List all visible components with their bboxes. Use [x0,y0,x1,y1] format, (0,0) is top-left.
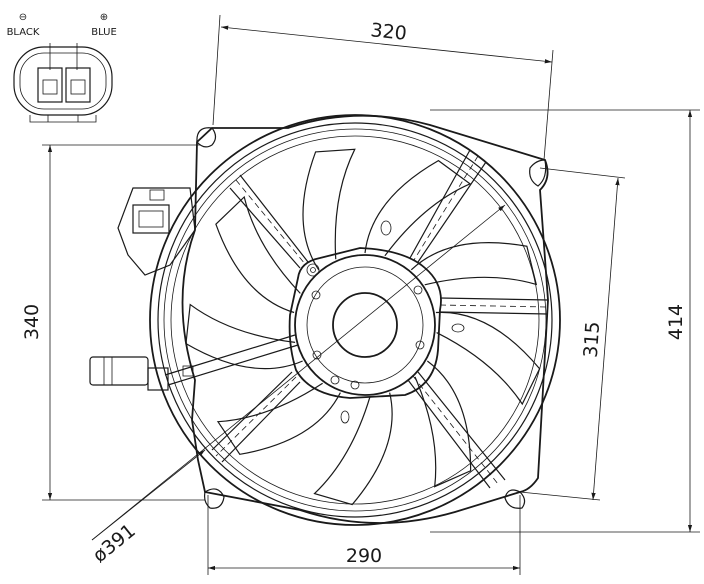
dim-diameter: ø391 [89,520,140,567]
fan-blade [364,159,472,257]
dim-bottom-width: 290 [346,545,382,567]
fan-blade [215,195,301,314]
dim-total-height: 414 [665,304,687,340]
connector-plug-icon [13,46,113,123]
dim-inner-height: 315 [580,321,604,359]
dimensions: 320 340 414 315 290 ø391 [21,14,700,575]
fan-blade [414,360,472,488]
mount-holes [306,220,465,424]
motor-mount [288,247,442,399]
motor-cable [89,334,299,391]
fan-blade [302,148,356,271]
positive-terminal-label: BLUE [91,27,117,38]
dim-top-width: 320 [369,19,407,45]
fan-blade [410,242,538,286]
fan-blade [435,311,541,406]
resistor-housing [117,187,196,276]
connector-pinout: ⊖ BLACK ⊕ BLUE [7,12,117,123]
shroud-outer-ring [149,114,561,526]
motor-hub [332,292,398,358]
fan-drawing [89,114,561,526]
fan-blade [185,303,303,370]
negative-terminal-label: BLACK [7,27,40,38]
support-struts [211,149,549,489]
fan-blades [185,148,541,506]
fan-blade [216,382,341,455]
fan-blade [313,392,393,506]
negative-terminal-icon: ⊖ [19,12,27,23]
positive-terminal-icon: ⊕ [100,12,108,23]
mounting-lugs [196,127,547,509]
dim-left-height: 340 [21,304,43,340]
